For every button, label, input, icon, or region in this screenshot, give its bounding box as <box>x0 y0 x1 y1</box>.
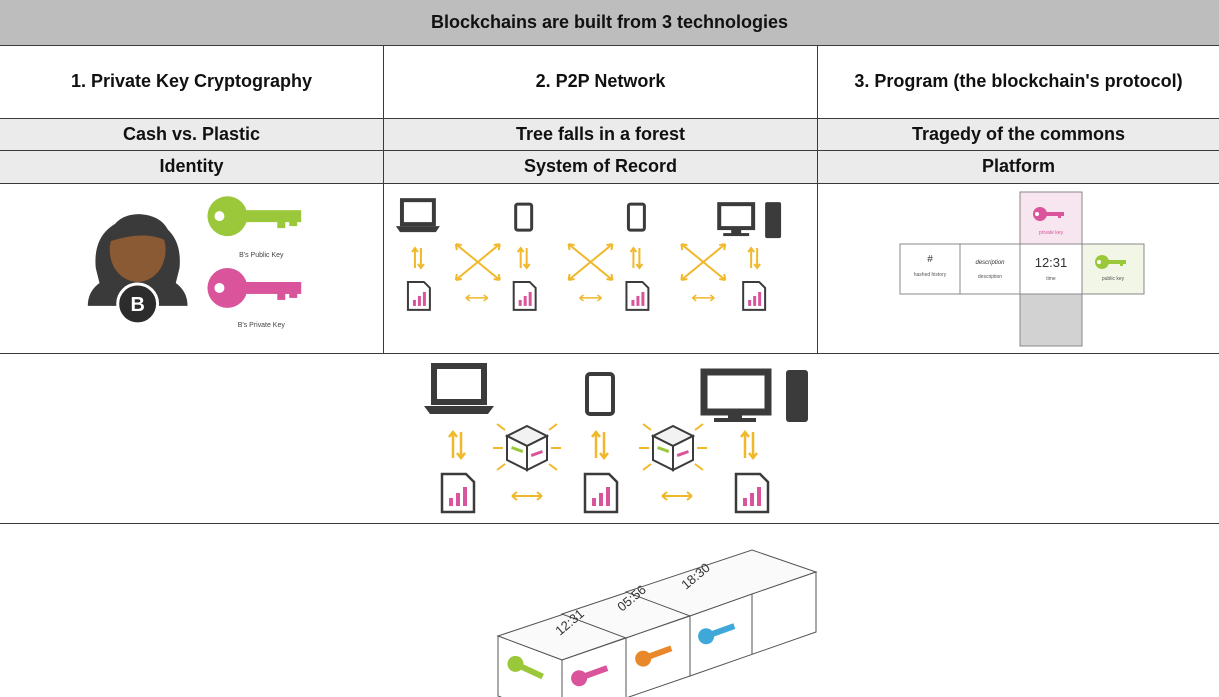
public-key-cell-label: public key <box>1102 276 1125 282</box>
share-arrow-icon-1 <box>511 491 543 501</box>
public-key-icon <box>207 195 302 236</box>
illustration-row: B B's Public Key B <box>0 184 1219 354</box>
blue-key-icon <box>698 623 736 645</box>
share-arrow-icon-3 <box>691 293 715 302</box>
peer-link-icon-2 <box>567 242 614 281</box>
combined-network-row <box>0 354 1219 524</box>
role-row: Identity System of Record Platform <box>0 151 1219 184</box>
sync-arrows-icon-4 <box>747 246 762 269</box>
role-system-of-record: System of Record <box>384 151 818 183</box>
hash-label: hashed history <box>914 272 947 278</box>
analogy-row: Cash vs. Plastic Tree falls in a forest … <box>0 119 1219 151</box>
ledger-document-icon-2 <box>512 280 537 311</box>
p2p-network-diagram <box>395 197 782 311</box>
block-face-1 <box>497 635 563 697</box>
table-title: Blockchains are built from 3 technologie… <box>430 11 789 32</box>
tablet-icon-1 <box>514 202 534 232</box>
share-arrow-icon-2 <box>661 491 693 501</box>
blockchain-row: 12:31 05:56 18:30 <box>0 524 1219 697</box>
peer-link-icon-3 <box>680 242 727 281</box>
block-cube-icon-1 <box>492 423 562 471</box>
hash-symbol: # <box>927 254 933 265</box>
avatar-badge-icon <box>116 281 160 325</box>
ledger-document-icon-2 <box>583 472 619 514</box>
table-title-row: Blockchains are built from 3 technologie… <box>0 0 1219 46</box>
sync-arrows-icon-3 <box>629 246 644 269</box>
private-key-icon <box>207 267 302 308</box>
ledger-document-icon-3 <box>625 280 650 311</box>
analogy-tree-falls: Tree falls in a forest <box>384 119 818 150</box>
identity-illustration: B B's Public Key B <box>0 184 384 353</box>
sync-arrows-icon-1 <box>410 246 425 269</box>
sync-arrows-icon-2 <box>516 246 531 269</box>
platform-illustration: private key # hashed history description… <box>818 184 1219 353</box>
private-key-icon <box>1033 206 1064 221</box>
laptop-icon <box>424 363 494 414</box>
hash-cell <box>899 243 961 294</box>
public-key-icon <box>507 655 544 680</box>
time-value: 12:31 <box>1035 255 1068 270</box>
heading-p2p-network: 2. P2P Network <box>384 46 818 118</box>
bottom-cell <box>1019 293 1083 346</box>
public-key-cell <box>1081 243 1145 294</box>
analogy-tragedy-commons: Tragedy of the commons <box>911 123 1126 144</box>
desktop-icon <box>717 201 782 238</box>
time-label: time <box>1046 276 1056 282</box>
private-key-icon <box>571 665 609 687</box>
private-key-cell <box>1019 191 1083 244</box>
block-cube-icon-2 <box>638 423 708 471</box>
description-cell <box>959 243 1021 294</box>
desktop-icon <box>700 368 808 422</box>
public-key-label: B's Public Key <box>239 252 284 259</box>
combined-network-diagram <box>424 363 808 514</box>
block-chain-diagram: 12:31 05:56 18:30 <box>496 549 818 697</box>
description-script: description <box>975 260 1005 266</box>
analogy-cash-vs-plastic: Cash vs. Plastic <box>0 119 384 150</box>
ledger-document-icon-1 <box>406 280 431 311</box>
description-label: description <box>978 274 1002 280</box>
share-arrow-icon-1 <box>465 293 489 302</box>
p2p-illustration <box>384 184 818 353</box>
heading-row: 1. Private Key Cryptography 2. P2P Netwo… <box>0 46 1219 119</box>
identity-diagram: B B's Public Key B <box>87 195 302 328</box>
heading-private-key-cryptography: 1. Private Key Cryptography <box>0 46 384 118</box>
private-key-cell-label: private key <box>1039 230 1064 236</box>
ledger-document-icon-3 <box>734 472 770 514</box>
sync-arrows-icon-2 <box>590 430 610 460</box>
share-arrow-icon-2 <box>578 293 603 302</box>
tablet-icon-2 <box>626 202 646 232</box>
block-structure-diagram: private key # hashed history description… <box>899 191 1145 346</box>
private-key-label: B's Private Key <box>238 321 286 328</box>
public-key-icon <box>1095 254 1126 269</box>
ledger-document-icon-4 <box>742 280 767 311</box>
orange-key-icon <box>635 645 673 667</box>
sync-arrows-icon-3 <box>739 430 759 460</box>
person-avatar-icon <box>87 213 188 306</box>
tablet-icon <box>585 372 615 416</box>
heading-program: 3. Program (the blockchain's protocol) <box>854 71 1183 92</box>
role-platform: Platform <box>981 156 1055 177</box>
sync-arrows-icon-1 <box>447 430 467 460</box>
avatar-letter: B <box>130 293 144 315</box>
role-identity: Identity <box>0 151 384 183</box>
peer-link-icon-1 <box>454 242 501 281</box>
laptop-icon <box>395 197 440 232</box>
ledger-document-icon-1 <box>440 472 476 514</box>
